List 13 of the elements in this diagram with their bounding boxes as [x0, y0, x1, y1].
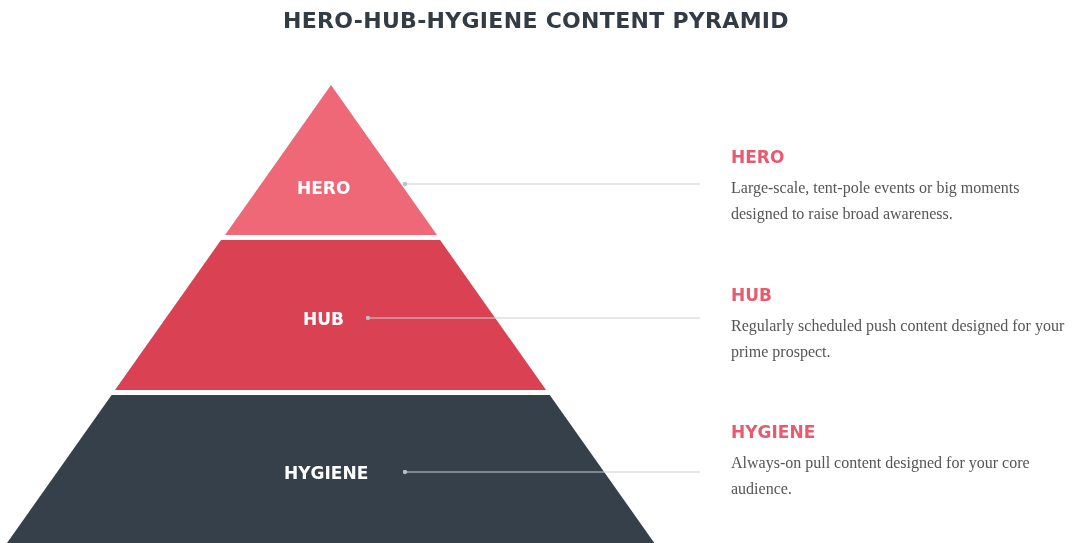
section-heading: HUB [731, 285, 772, 305]
description-text: Large-scale, tent-pole events or big moments designed to raise broad awareness. [731, 178, 1021, 225]
section-heading: HYGIENE [731, 422, 816, 442]
tier-label: HUB [303, 309, 344, 329]
tier-label: HYGIENE [284, 463, 369, 483]
section-heading: HERO [731, 147, 785, 167]
tier-label: HERO [297, 178, 351, 198]
description-text: Regularly scheduled push content designed for your prime prospect. [731, 316, 1066, 363]
leader-line [402, 181, 701, 187]
leader-line [402, 469, 701, 475]
title: HERO-HUB-HYGIENE CONTENT PYRAMID [282, 8, 790, 33]
leader-line [365, 315, 701, 321]
description-text: Always-on pull content designed for your core audience. [731, 453, 1031, 499]
